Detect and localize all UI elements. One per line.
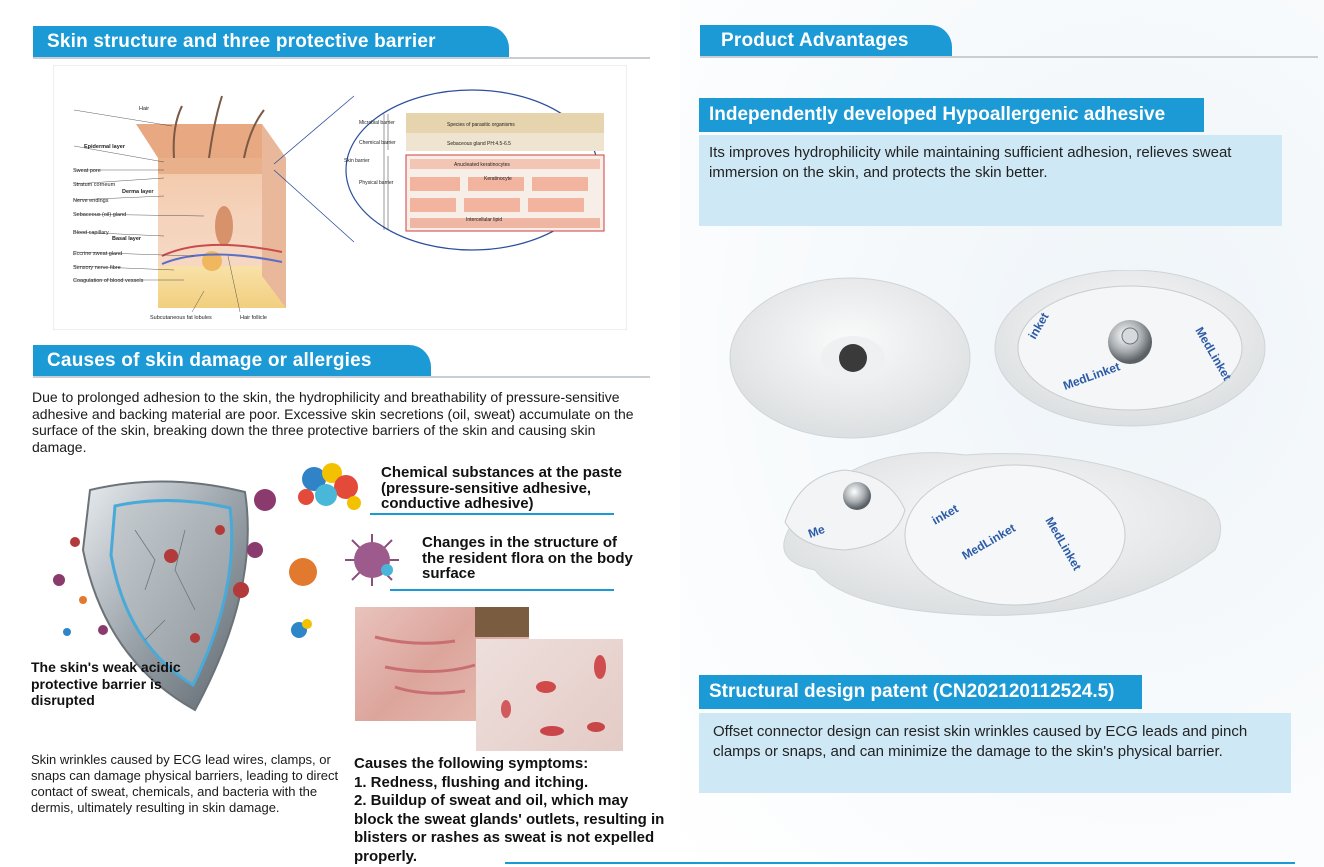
callout-line-chemical	[370, 513, 614, 515]
label-capillary: Blood capillary	[73, 230, 109, 236]
bacteria-icon	[339, 530, 405, 590]
label-eccrine: Eccrine sweat gland	[73, 251, 122, 257]
label-follicle: Hair follicle	[240, 315, 267, 321]
symptom-2: 2. Buildup of sweat and oil, which may b…	[354, 792, 665, 865]
label-sweat-pore: Sweat pore	[73, 168, 101, 174]
label-sebaceous: Sebaceous (oil) gland	[73, 212, 126, 218]
ecg-electrode-image: inket MedLinket MedLinket inket MedLinke…	[725, 269, 1285, 630]
callout-chemical-text: Chemical substances at the paste (pressu…	[381, 464, 622, 512]
section-title-causes: Causes of skin damage or allergies	[33, 345, 431, 376]
svg-text:Me: Me	[806, 522, 827, 541]
label-intercellular: Intercellular lipid	[466, 217, 502, 223]
skin-structure-diagram: Hair Epidermal layer Sweat pore Stratum …	[53, 65, 627, 330]
label-basal: Basal layer	[112, 236, 142, 242]
section-rule-3	[700, 56, 1318, 58]
label-sensory: Sensory nerve fibre	[73, 265, 121, 271]
adv1-text: Its improves hydrophilicity while mainta…	[699, 135, 1282, 226]
skin-diagram-svg: Hair Epidermal layer Sweat pore Stratum …	[73, 89, 605, 321]
molecule-icon	[292, 457, 372, 517]
section-rule-2	[33, 376, 650, 378]
label-keratinocyte: Keratinocyte	[484, 176, 512, 182]
causes-intro-text: Due to prolonged adhesion to the skin, t…	[32, 389, 634, 455]
label-sebaceous-ph: Sebaceous gland PH:4.5-6.5	[447, 141, 511, 147]
section-title-advantages: Product Advantages	[700, 25, 952, 56]
symptoms-heading: Causes the following symptoms:	[354, 755, 589, 772]
adv1-title: Independently developed Hypoallergenic a…	[699, 98, 1204, 132]
label-epidermal: Epidermal layer	[84, 144, 126, 150]
label-hair: Hair	[139, 106, 149, 112]
label-parasitic: Species of parasitic organisms	[447, 122, 515, 128]
adv2-title: Structural design patent (CN202120112524…	[699, 675, 1142, 709]
bottom-rule	[505, 862, 1295, 864]
label-stratum: Stratum corneum	[73, 182, 116, 188]
section-title-skin-structure: Skin structure and three protective barr…	[33, 26, 509, 57]
label-nerve: Nerve endings	[73, 198, 109, 204]
label-fat: Subcutaneous fat lobules	[150, 315, 212, 321]
symptom-1: 1. Redness, flushing and itching.	[354, 774, 589, 791]
label-anucleated: Anucleated keratinocytes	[454, 162, 510, 168]
skin-rash-photo-2	[476, 639, 623, 751]
callout-line-flora	[390, 589, 614, 591]
wrinkles-text: Skin wrinkles caused by ECG lead wires, …	[31, 752, 339, 815]
shield-illustration	[45, 470, 335, 720]
label-coagulation: Coagulation of blood vessels	[73, 278, 144, 284]
section-rule	[33, 57, 650, 59]
label-derma: Derma layer	[122, 189, 154, 195]
shield-caption: The skin's weak acidic protective barrie…	[31, 659, 181, 708]
label-skin-barrier: Skin barrier	[344, 158, 370, 164]
adv2-text: Offset connector design can resist skin …	[699, 713, 1291, 793]
label-physical: Physical barrier	[359, 180, 394, 186]
callout-flora-text: Changes in the structure of the resident…	[422, 534, 633, 582]
label-microbial: Microbial barrier	[359, 120, 395, 126]
label-chemical: Chemical barrier	[359, 140, 396, 146]
